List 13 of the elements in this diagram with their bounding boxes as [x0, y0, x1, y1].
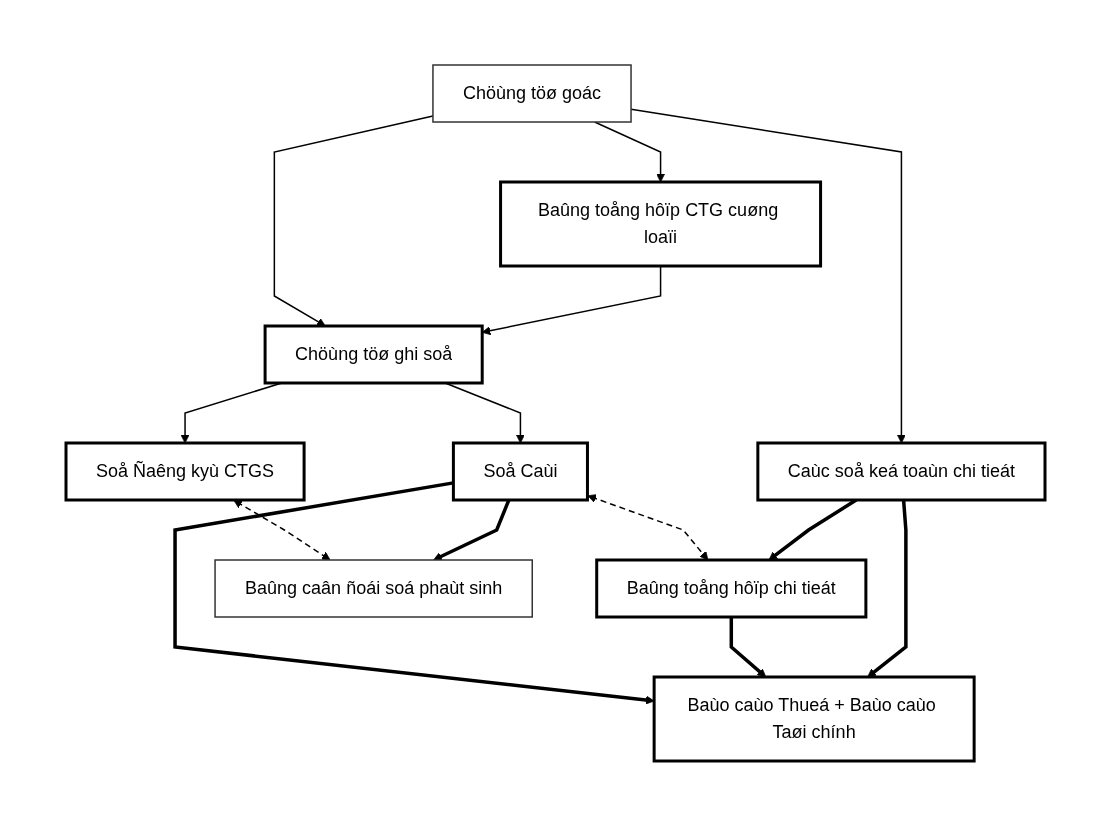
node-box: Soå Caùi [451, 441, 589, 501]
arrow [866, 499, 908, 677]
node-box: Baûng toång hôïp chi tieát [594, 558, 867, 618]
node-box: Baùo caùo Thueá + Baùo caùo Taøi chính [652, 675, 976, 762]
node-box: Baûng caân ñoái soá phaùt sinh [213, 558, 533, 618]
node-box: Chöùng töø goác [431, 63, 632, 123]
arrow [729, 616, 766, 677]
node-box: Caùc soå keá toaùn chi tieát [755, 441, 1046, 501]
node-box: Chöùng töø ghi soå [263, 324, 484, 384]
node-box: Baûng toång hôïp CTG cuøng loaïi [498, 180, 822, 267]
arrow [593, 120, 665, 182]
node-box: Soå Ñaêng kyù CTGS [64, 441, 306, 501]
arrow [586, 493, 708, 560]
